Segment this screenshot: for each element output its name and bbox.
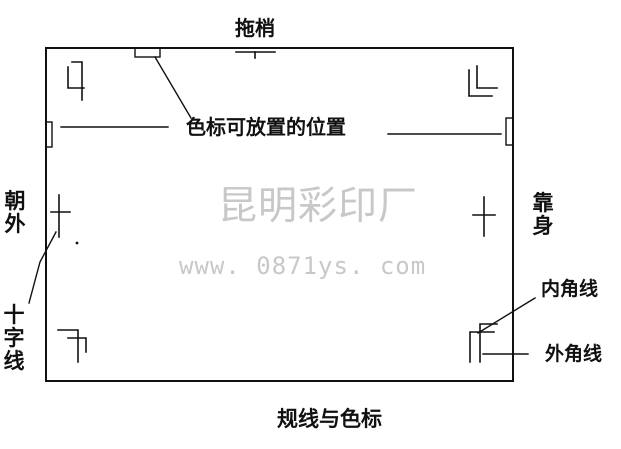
corner-mark-top-right [468,65,498,97]
facing-out-label: 朝外 [4,189,26,236]
stray-dot [75,241,79,245]
leader-cross-line [28,231,57,304]
leader-color-bar-top [154,56,192,119]
corner-mark-top-left [67,61,85,101]
sheet-border [45,47,514,382]
diagram-caption: 规线与色标 [277,407,382,431]
cross-mark-left [50,194,71,238]
lay-side-label: 靠身 [532,191,554,238]
color-bar-position-label: 色标可放置的位置 [186,115,346,139]
color-bar-tab-left [45,121,53,148]
leader-inner-corner [477,297,536,334]
color-bar-tab-right [505,117,514,146]
watermark-company: 昆明彩印厂 [218,184,419,229]
cross-mark-right [472,196,496,237]
gripper-mark [235,51,276,59]
cross-line-label: 十字线 [3,303,25,373]
watermark-url: www. 0871ys. com [179,252,427,280]
gripper-label: 拖梢 [235,16,275,40]
color-bar-tab-top [134,47,161,58]
corner-mark-bottom-left [57,329,87,363]
outer-corner-line-label: 外角线 [545,343,603,365]
inner-corner-line-label: 内角线 [541,278,599,300]
